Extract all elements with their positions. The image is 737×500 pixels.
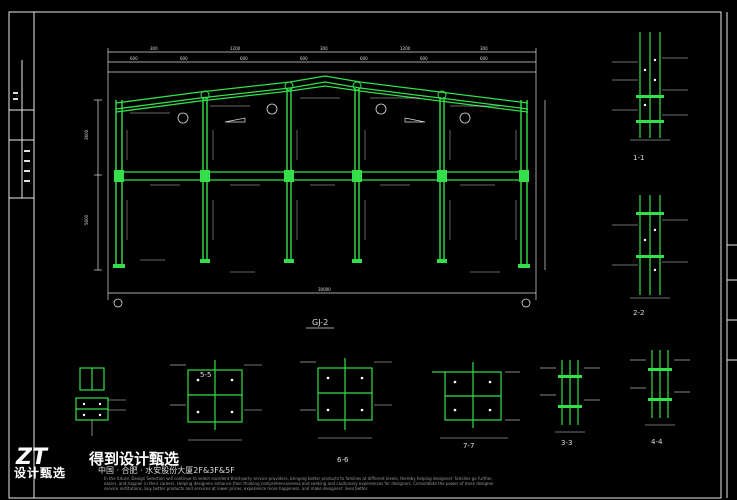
svg-text:600: 600 [360,56,368,61]
section-label-1-1: 1-1 [633,154,644,162]
svg-text:300: 300 [320,46,328,51]
frame-gj2: 300 1200 300 1200 300 600 600 600 600 600 600 6… [84,46,546,329]
svg-text:600: 600 [240,56,248,61]
section-4-4: 4-4 [630,350,690,446]
watermark-description: In the future, Design Selection will con… [104,476,494,491]
section-label-3-3: 3-3 [561,439,572,447]
svg-text:1200: 1200 [230,46,241,51]
svg-text:3600: 3600 [84,129,89,140]
svg-text:5600: 5600 [84,214,89,225]
zt-logo-icon: ZT [15,445,49,470]
svg-text:600: 600 [420,56,428,61]
section-1-1: 1-1 [612,32,688,162]
section-7-7: 7-7 [432,362,520,450]
svg-text:30000: 30000 [318,287,331,292]
title-strip-marks [13,92,30,182]
section-label-5-5: 5-5 [200,371,211,379]
watermark-title: 得到设计甄选 [89,450,180,468]
svg-text:300: 300 [150,46,158,51]
svg-text:600: 600 [180,56,188,61]
section-3-3: 3-3 [540,360,600,447]
watermark-subtitle: 中国 · 合肥 · 水安股份大厦2F&3F&5F [98,466,235,475]
svg-text:600: 600 [300,56,308,61]
section-6-6: 6-6 [300,358,392,464]
section-label-7-7: 7-7 [463,442,474,450]
base-plate-detail [75,367,126,436]
section-2-2: 2-2 [612,195,688,317]
section-label-2-2: 2-2 [633,309,644,317]
svg-text:1200: 1200 [400,46,411,51]
drawing-border [8,11,737,499]
svg-text:600: 600 [480,56,488,61]
section-5-5: 5-5 [170,360,262,441]
frame-label: GJ-2 [312,318,328,327]
svg-text:600: 600 [130,56,138,61]
brand-name: 设计甄选 [14,466,67,480]
section-label-6-6: 6-6 [337,456,349,464]
section-label-4-4: 4-4 [651,438,663,446]
logo-text: ZT [15,445,49,470]
svg-text:300: 300 [480,46,488,51]
